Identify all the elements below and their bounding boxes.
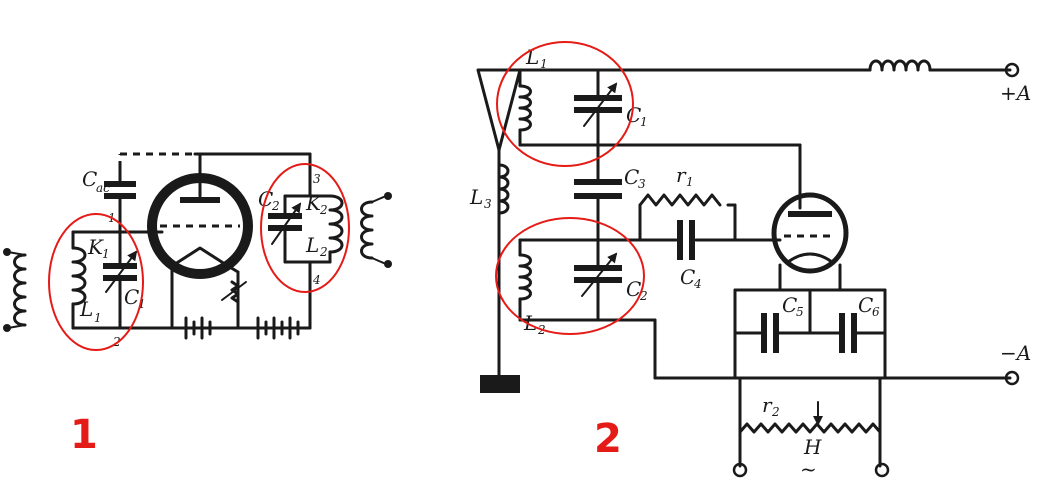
d1-coil-l2 xyxy=(328,194,344,254)
d2-resistor-r2 xyxy=(738,422,882,434)
d1-label-c-ac: C xyxy=(82,167,97,191)
d1-label-c2-sub: 2 xyxy=(271,199,280,213)
d1-label-k1-sub: 1 xyxy=(102,247,110,261)
d2-label-c3-sub: 3 xyxy=(638,177,646,191)
d1-label-k1: K xyxy=(87,235,104,259)
d2-label-l1-sub: 1 xyxy=(540,57,548,71)
d1-coil-l1 xyxy=(71,246,87,306)
d1-label-l1-sub: 1 xyxy=(94,311,102,325)
d2-highlight-bottom xyxy=(495,217,645,335)
d2-ground xyxy=(480,375,520,393)
d2-label-c6-sub: 6 xyxy=(872,305,880,319)
d2-label-r1: r xyxy=(676,163,687,187)
d1-node-4: 4 xyxy=(312,273,321,287)
d1-battery-a xyxy=(184,316,212,340)
diagram-1-number: 1 xyxy=(70,412,98,458)
d2-label-r1-sub: 1 xyxy=(686,175,694,189)
d2-label-c1-sub: 1 xyxy=(640,115,648,129)
d1-left-external-coil xyxy=(13,253,27,327)
d2-label-c4: C xyxy=(680,265,695,289)
d2-label-c2-sub: 2 xyxy=(639,289,648,303)
d2-vacuum-tube xyxy=(771,192,849,274)
d1-right-external-coil xyxy=(360,200,374,260)
d1-label-k2-sub: 2 xyxy=(319,203,328,217)
d2-choke-coil xyxy=(868,59,932,72)
d2-label-l2: L xyxy=(523,311,537,335)
d2-resistor-r1 xyxy=(638,193,722,207)
d1-node-2: 2 xyxy=(112,335,121,349)
d2-label-minus-a: −A xyxy=(1000,341,1031,365)
diagram-2-number: 2 xyxy=(594,416,622,462)
d2-label-r2: r xyxy=(762,393,773,417)
d2-coil-l3 xyxy=(497,163,510,215)
d1-label-l1: L xyxy=(79,297,93,321)
d2-label-c5-sub: 5 xyxy=(796,305,804,319)
d2-coil-l2 xyxy=(518,253,532,301)
diagram-2: L 1 C 1 L 3 C 3 r 1 C 4 L 2 C 2 C 5 C 6 … xyxy=(469,41,1031,481)
d1-label-l2-sub: 2 xyxy=(319,245,328,259)
d2-label-c5: C xyxy=(782,293,797,317)
d2-label-tilde: ~ xyxy=(800,457,817,481)
d1-node-3: 3 xyxy=(313,172,321,186)
d2-coil-l1 xyxy=(518,84,532,132)
d1-battery-b xyxy=(256,316,300,340)
d2-label-c2: C xyxy=(626,277,641,301)
d2-highlight-top xyxy=(496,41,634,167)
d1-label-k2: K xyxy=(305,191,322,215)
d2-label-l3-sub: 3 xyxy=(484,197,492,211)
d1-highlight-left xyxy=(48,213,144,351)
d2-label-c6: C xyxy=(858,293,873,317)
d1-highlight-right xyxy=(260,163,350,293)
d2-label-plus-a: +A xyxy=(1000,81,1031,105)
d2-antenna xyxy=(476,68,522,152)
d1-label-l2: L xyxy=(305,233,319,257)
d2-label-l3: L xyxy=(469,185,483,209)
d1-label-c-ac-sub: ac xyxy=(96,181,110,195)
d1-label-c1: C xyxy=(124,285,139,309)
d2-label-r2-sub: 2 xyxy=(771,405,780,419)
d2-label-h: H xyxy=(803,435,822,459)
d2-label-c3: C xyxy=(624,165,639,189)
diagram-1: C ac K 1 L 1 C 1 C 2 K 2 L 2 1 2 3 4 1 xyxy=(3,152,392,458)
d2-label-c4-sub: 4 xyxy=(693,277,702,291)
d1-label-c1-sub: 1 xyxy=(138,297,146,311)
